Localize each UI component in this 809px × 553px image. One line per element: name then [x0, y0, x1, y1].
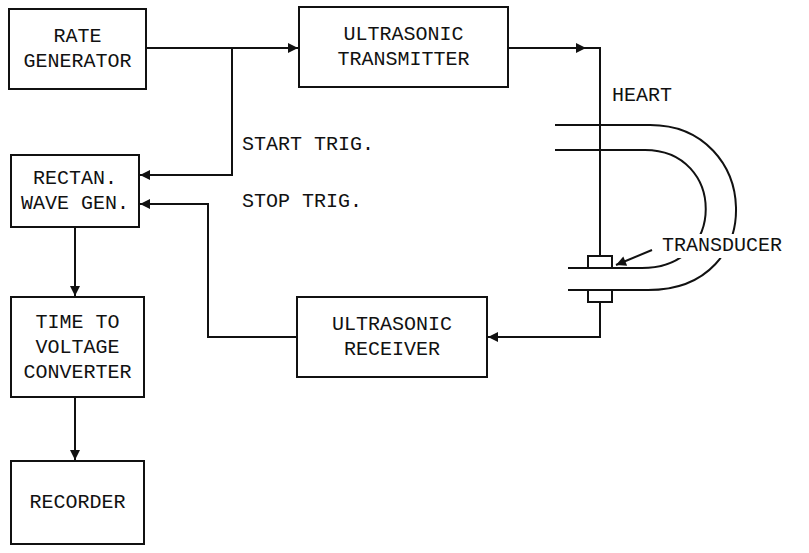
- heart-outer-wall: [555, 125, 736, 290]
- converter-box: TIME TO VOLTAGE CONVERTER: [10, 296, 145, 398]
- transducer-symbol: [588, 256, 612, 268]
- signal-arrow: [140, 204, 296, 337]
- box-text: RECORDER: [29, 490, 125, 515]
- signal-arrow: [74, 398, 76, 460]
- signal-arrow: [74, 228, 76, 296]
- transmit-wire: [509, 47, 586, 49]
- organ-label: HEART: [610, 84, 674, 108]
- signal-arrow: [140, 48, 232, 175]
- box-text: ULTRASONIC RECEIVER: [306, 312, 478, 362]
- box-text: ULTRASONIC TRANSMITTER: [308, 22, 499, 72]
- transmit-wire: [584, 48, 600, 256]
- wave-generator-box: RECTAN. WAVE GEN.: [10, 154, 140, 228]
- transducer-symbols: [588, 256, 612, 302]
- connector-layer: [75, 48, 298, 460]
- receiver-box: ULTRASONIC RECEIVER: [296, 296, 488, 378]
- rate-generator-box: RATE GENERATOR: [8, 8, 147, 90]
- trigger-label: STOP TRIG.: [240, 190, 364, 214]
- box-text: TIME TO VOLTAGE CONVERTER: [20, 310, 135, 385]
- transmitter-box: ULTRASONIC TRANSMITTER: [298, 6, 509, 88]
- box-text: RATE GENERATOR: [18, 24, 137, 74]
- recorder-box: RECORDER: [10, 460, 145, 545]
- transducer-symbol: [588, 290, 612, 302]
- box-text: RECTAN. WAVE GEN.: [20, 166, 130, 216]
- leader-line: [616, 250, 652, 265]
- receive-wire: [488, 302, 600, 337]
- heart-illustration: [555, 125, 736, 290]
- part-label: TRANSDUCER: [660, 234, 784, 258]
- trigger-label: START TRIG.: [240, 133, 376, 157]
